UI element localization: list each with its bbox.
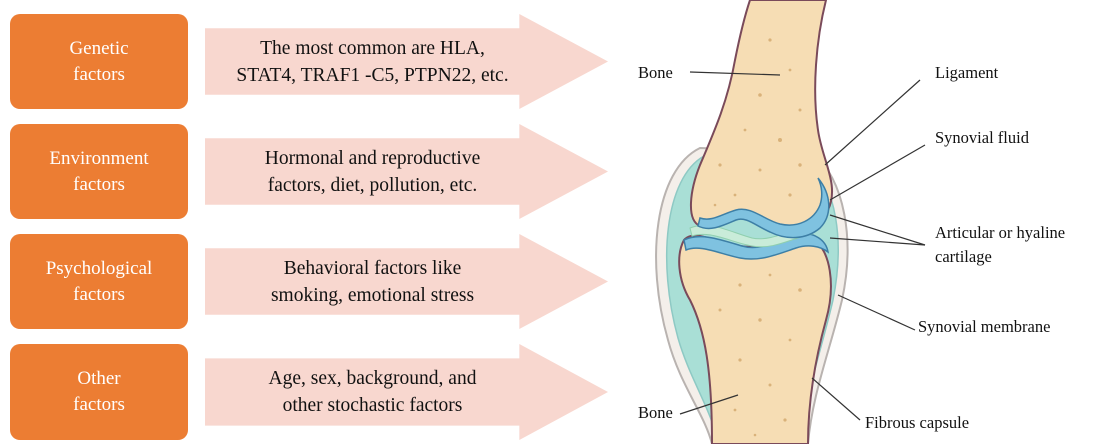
label-synovial-membrane: Synovial membrane <box>918 317 1050 336</box>
label-cartilage-line2: cartilage <box>935 247 992 266</box>
label-bone-top: Bone <box>638 63 673 82</box>
description-line1: Behavioral factors like <box>284 255 462 282</box>
factor-label-line1: Environment <box>49 146 148 172</box>
factor-box-genetic: Genetic factors <box>10 14 188 109</box>
description-line1: Hormonal and reproductive <box>265 145 481 172</box>
description-line1: Age, sex, background, and <box>269 365 477 392</box>
factor-description-other: Age, sex, background, and other stochast… <box>205 344 540 440</box>
label-synovial-fluid: Synovial fluid <box>935 128 1030 147</box>
factor-label-line2: factors <box>73 62 125 88</box>
factor-row-genetic: Genetic factors The most common are HLA,… <box>10 14 608 109</box>
label-ligament: Ligament <box>935 63 999 82</box>
factor-row-environment: Environment factors Hormonal and reprodu… <box>10 124 608 219</box>
knee-joint-diagram: Bone Ligament Synovial fluid Articular o… <box>621 0 1098 444</box>
factor-label-line2: factors <box>73 282 125 308</box>
factor-box-psychological: Psychological factors <box>10 234 188 329</box>
description-line2: factors, diet, pollution, etc. <box>268 172 478 199</box>
description-line1: The most common are HLA, <box>260 35 485 62</box>
factor-box-other: Other factors <box>10 344 188 440</box>
factor-description-psychological: Behavioral factors like smoking, emotion… <box>205 234 540 329</box>
factor-row-other: Other factors Age, sex, background, and … <box>10 344 608 440</box>
factor-label-line2: factors <box>73 392 125 418</box>
factor-row-psychological: Psychological factors Behavioral factors… <box>10 234 608 329</box>
factor-label-line1: Other <box>77 366 120 392</box>
factor-box-environment: Environment factors <box>10 124 188 219</box>
factor-description-environment: Hormonal and reproductive factors, diet,… <box>205 124 540 219</box>
factor-label-line1: Genetic <box>69 36 128 62</box>
factor-description-genetic: The most common are HLA, STAT4, TRAF1 -C… <box>205 14 540 109</box>
factor-label-line2: factors <box>73 172 125 198</box>
label-cartilage-line1: Articular or hyaline <box>935 223 1065 242</box>
factor-label-line1: Psychological <box>46 256 153 282</box>
description-line2: other stochastic factors <box>283 392 463 419</box>
upper-bone <box>691 0 832 234</box>
label-bone-bottom: Bone <box>638 403 673 422</box>
description-line2: STAT4, TRAF1 -C5, PTPN22, etc. <box>236 62 508 89</box>
description-line2: smoking, emotional stress <box>271 282 474 309</box>
label-fibrous-capsule: Fibrous capsule <box>865 413 969 432</box>
